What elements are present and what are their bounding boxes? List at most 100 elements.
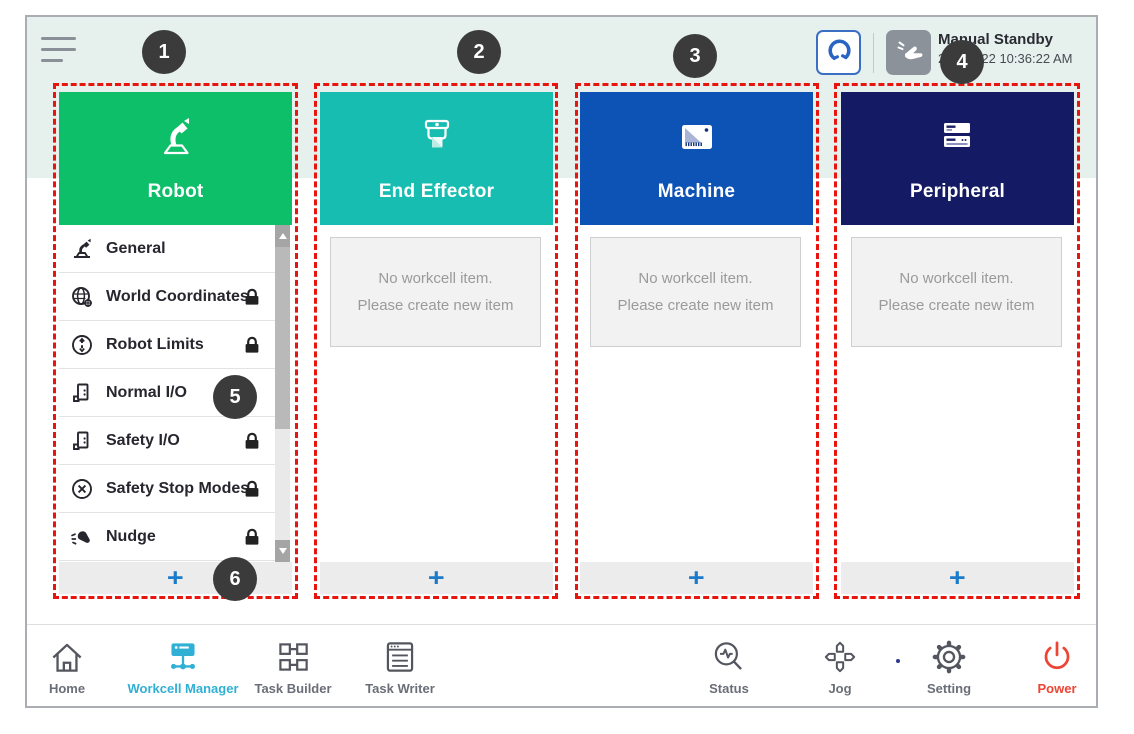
nav-label: Status [709, 681, 749, 696]
robot-list-scrollbar[interactable] [275, 225, 290, 562]
add-peripheral-item-button[interactable]: + [841, 562, 1074, 594]
column-title: Machine [657, 181, 736, 202]
server-rack-icon [934, 114, 982, 167]
gripper-tool-icon [824, 35, 854, 70]
nav-item-home[interactable]: Home [27, 635, 132, 696]
gripper-icon [413, 114, 461, 167]
add-end-effector-item-button[interactable]: + [320, 562, 553, 594]
list-item-label: General [106, 239, 166, 257]
home-icon [27, 635, 132, 679]
empty-state-line2: Please create new item [878, 297, 1035, 314]
io-port-icon [69, 380, 95, 406]
callout-badge-6: 6 [213, 557, 257, 601]
nav-label: Setting [926, 681, 972, 696]
empty-state: No workcell item. Please create new item [590, 237, 801, 347]
bottom-nav-bar: Home Workcell Manager [27, 624, 1096, 706]
empty-state: No workcell item. Please create new item [851, 237, 1062, 347]
gear-icon [884, 635, 1014, 679]
nav-label: Workcell Manager [127, 681, 239, 696]
empty-state-line1: No workcell item. [638, 270, 753, 287]
column-title: Robot [147, 181, 204, 202]
lock-icon [242, 527, 262, 547]
robot-arm-icon [152, 114, 200, 167]
list-item-robot-limits[interactable]: Robot Limits [59, 321, 275, 369]
nav-item-power[interactable]: Power [992, 635, 1096, 696]
list-item-safety-io[interactable]: Safety I/O [59, 417, 275, 465]
lock-icon [242, 479, 262, 499]
plus-icon: + [949, 564, 966, 592]
scroll-up-icon[interactable] [275, 225, 290, 247]
callout-badge-4: 4 [940, 40, 984, 84]
jog-dpad-icon [775, 635, 905, 679]
list-item-safety-stop-modes[interactable]: Safety Stop Modes [59, 465, 275, 513]
empty-state-line2: Please create new item [617, 297, 774, 314]
nudge-hand-icon [69, 524, 95, 550]
list-item-world-coordinates[interactable]: World Coordinates [59, 273, 275, 321]
empty-state: No workcell item. Please create new item [330, 237, 541, 347]
status-pulse-magnifier-icon [664, 635, 794, 679]
nav-label: Task Builder [254, 681, 332, 696]
end-effector-body: No workcell item. Please create new item [320, 225, 553, 562]
empty-state-line1: No workcell item. [378, 270, 493, 287]
nav-item-workcell-manager[interactable]: Workcell Manager [118, 635, 248, 696]
add-robot-item-button[interactable]: + [59, 562, 292, 594]
scroll-down-icon[interactable] [275, 540, 290, 562]
list-item-label: Safety Stop Modes [106, 479, 250, 497]
column-title: Peripheral [910, 181, 1005, 202]
nav-item-jog[interactable]: Jog [775, 635, 905, 696]
callout-badge-2: 2 [457, 30, 501, 74]
lock-icon [242, 335, 262, 355]
nav-dot [896, 659, 900, 663]
list-item-nudge[interactable]: Nudge [59, 513, 275, 561]
peripheral-body: No workcell item. Please create new item [841, 225, 1074, 562]
gripper-tool-button[interactable] [816, 30, 861, 75]
globe-icon [69, 284, 95, 310]
robot-arm-icon [69, 236, 95, 262]
column-robot: Robot General [59, 92, 292, 594]
lock-icon [242, 287, 262, 307]
machine-body: No workcell item. Please create new item [580, 225, 813, 562]
column-end-effector: End Effector No workcell item. Please cr… [320, 92, 553, 594]
task-builder-icon [228, 635, 358, 679]
manual-mode-button[interactable] [886, 30, 931, 75]
app-panel: Manual Standby 2022.2.22 10:36:22 AM Rob… [25, 15, 1098, 708]
callout-badge-3: 3 [673, 34, 717, 78]
robot-item-list-container: General World Coordinates [59, 225, 292, 562]
list-item-label: World Coordinates [106, 287, 249, 305]
column-peripheral: Peripheral No workcell item. Please crea… [841, 92, 1074, 594]
list-item-general[interactable]: General [59, 225, 275, 273]
peripheral-header-button[interactable]: Peripheral [841, 92, 1074, 225]
io-port-icon [69, 428, 95, 454]
power-icon [992, 635, 1096, 679]
nav-item-status[interactable]: Status [664, 635, 794, 696]
manual-hand-icon [894, 35, 924, 70]
nav-label: Power [1037, 681, 1077, 696]
machine-header-button[interactable]: Machine [580, 92, 813, 225]
nav-label: Home [48, 681, 86, 696]
nav-item-setting[interactable]: Setting [884, 635, 1014, 696]
robot-item-list: General World Coordinates [59, 225, 275, 561]
list-item-label: Safety I/O [106, 431, 180, 449]
list-item-label: Nudge [106, 527, 156, 545]
nav-item-task-writer[interactable]: Task Writer [335, 635, 465, 696]
hamburger-menu-icon[interactable] [41, 35, 79, 63]
plus-icon: + [688, 564, 705, 592]
workcell-tree-icon [118, 635, 248, 679]
add-machine-item-button[interactable]: + [580, 562, 813, 594]
end-effector-header-button[interactable]: End Effector [320, 92, 553, 225]
column-machine: Machine No workcell item. Please create … [580, 92, 813, 594]
plus-icon: + [167, 564, 184, 592]
task-writer-icon [335, 635, 465, 679]
robot-header-button[interactable]: Robot [59, 92, 292, 225]
empty-state-line2: Please create new item [357, 297, 514, 314]
nav-item-task-builder[interactable]: Task Builder [228, 635, 358, 696]
stop-circle-icon [69, 476, 95, 502]
column-title: End Effector [378, 181, 495, 202]
list-item-label: Robot Limits [106, 335, 204, 353]
toolbar-divider [873, 33, 874, 73]
machine-icon [673, 114, 721, 167]
scrollbar-thumb[interactable] [275, 247, 290, 429]
empty-state-line1: No workcell item. [899, 270, 1014, 287]
callout-badge-1: 1 [142, 30, 186, 74]
